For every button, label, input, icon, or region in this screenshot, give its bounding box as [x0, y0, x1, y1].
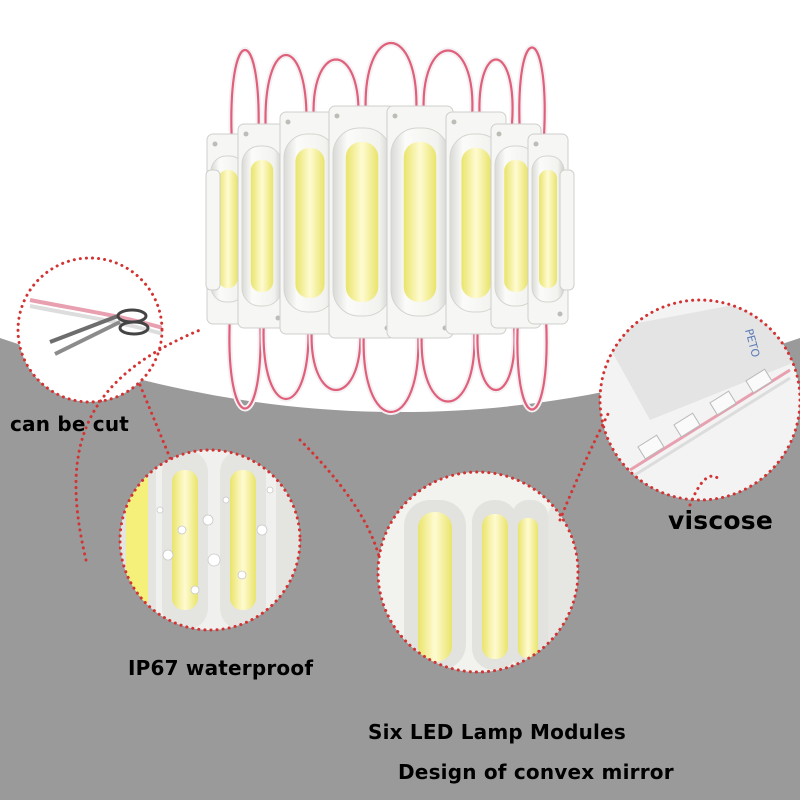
led-module-4 — [328, 105, 396, 339]
wire-loop-top-4-red — [422, 49, 474, 120]
wire-loop-bottom-2-red — [310, 322, 362, 392]
caption-ip67-waterproof: IP67 waterproof — [128, 656, 314, 680]
module-end-tab-right — [559, 169, 575, 291]
wire-loop-bottom-4-white — [418, 325, 478, 405]
module-end-tab-left — [205, 169, 221, 291]
callout-lamp-modules — [376, 470, 580, 674]
wire-loop-top-6-red — [518, 46, 546, 138]
callout-cut — [16, 256, 177, 472]
wire-loop-bottom-3-red — [362, 326, 420, 414]
caption-viscose: viscose — [668, 506, 773, 535]
led-module-2 — [237, 123, 287, 329]
wire-loop-top-2-red — [312, 58, 360, 126]
wire-loop-bottom-0-red — [228, 312, 262, 410]
wire-loop-bottom-5-red — [476, 322, 516, 391]
caption-convex-mirror: Design of convex mirror — [398, 760, 674, 784]
wire-loops-bottom — [226, 311, 550, 415]
wire-loop-top-3-red — [364, 42, 418, 120]
callout-viscose: PETO — [598, 298, 800, 502]
wire-loop-bottom-6-red — [516, 316, 548, 411]
wire-loop-top-5-red — [478, 58, 514, 126]
caption-six-led-lamp-modules: Six LED Lamp Modules — [368, 720, 626, 744]
caption-can-be-cut: can be cut — [10, 412, 130, 436]
led-module-5 — [386, 105, 454, 339]
callout-connectors — [74, 328, 722, 562]
wire-loop-bottom-3-white — [360, 325, 422, 415]
wire-loops-top — [228, 40, 548, 149]
wire-loop-bottom-4-red — [420, 326, 476, 403]
led-module-8 — [527, 133, 569, 325]
scissors-icon — [49, 308, 150, 356]
water-droplets — [156, 486, 274, 595]
led-module-row — [205, 105, 575, 339]
wire-loop-top-0-red — [230, 48, 260, 148]
wire-loop-top-1-red — [264, 54, 308, 138]
wire-loop-bottom-1-red — [262, 316, 310, 400]
